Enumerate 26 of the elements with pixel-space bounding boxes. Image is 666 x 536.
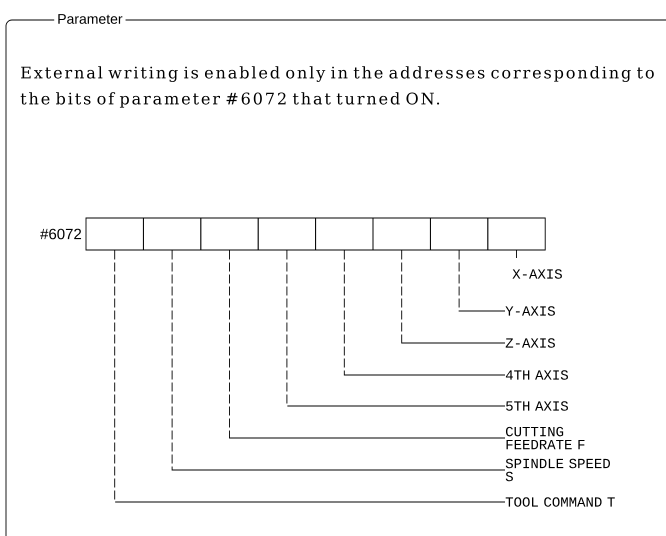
leader-line — [114, 250, 506, 502]
bit-cell — [315, 218, 374, 250]
leader-line — [344, 250, 506, 376]
bit-cell — [487, 218, 546, 250]
leader-line — [401, 250, 506, 344]
bit-label: Y-AXIS — [505, 306, 555, 316]
bit-cell — [258, 218, 316, 250]
leader-line — [229, 250, 506, 438]
bit-label: SPINDLE SPEED S — [506, 458, 610, 482]
bit-cell — [200, 218, 259, 250]
bit-label: CUTTING FEEDRATE F — [506, 426, 584, 450]
leader-line — [172, 250, 506, 470]
bit-cell — [372, 218, 431, 250]
bit-label: 4TH AXIS — [506, 370, 568, 380]
bit-cell — [86, 218, 144, 250]
bit-cell — [142, 218, 202, 250]
body-text: External writing is enabled only in the addresses corresponding to the bits of parameter #6072 that turned ON. — [20, 66, 654, 108]
bit-label: 5TH AXIS — [506, 401, 568, 411]
bit-label: Z-AXIS — [506, 338, 555, 348]
parameter-frame — [6, 11, 666, 536]
bit-label: TOOL COMMAND T — [506, 497, 615, 507]
bit-cell — [430, 218, 488, 250]
leader-line — [458, 250, 506, 312]
frame-heading: Parameter — [54, 11, 126, 27]
leader-line — [286, 250, 506, 406]
bit-label: X-AXIS — [512, 269, 562, 279]
